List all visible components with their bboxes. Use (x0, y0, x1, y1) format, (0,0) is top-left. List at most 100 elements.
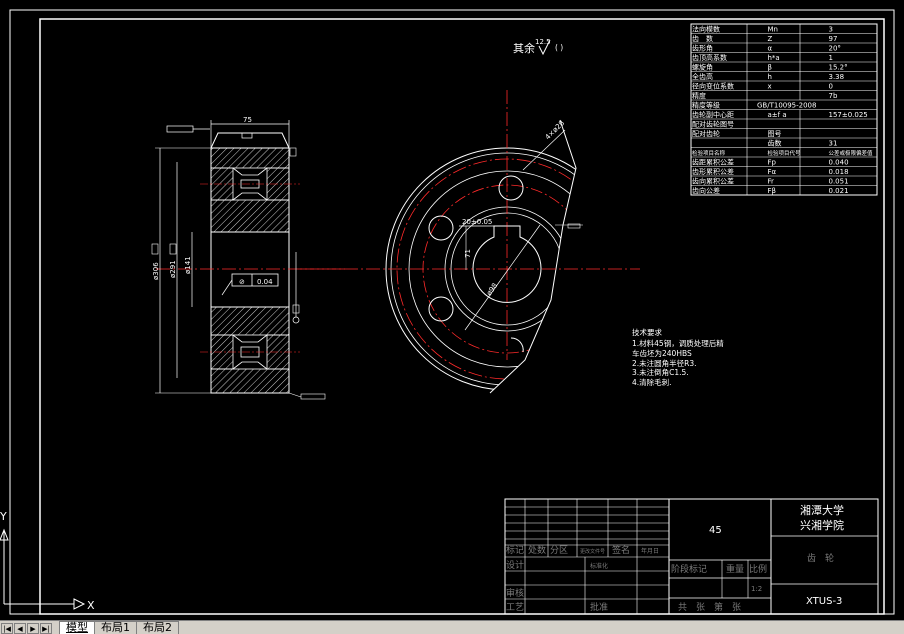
svg-text:ø291: ø291 (169, 260, 177, 278)
svg-text:( ): ( ) (555, 43, 563, 52)
width-dimension: 75 (243, 116, 252, 124)
param-cell: 图号 (768, 130, 782, 138)
param-cell: 公差或极限偏差值 (829, 149, 874, 157)
svg-text:⊘: ⊘ (239, 278, 245, 286)
svg-text:3.未注倒角C1.5.: 3.未注倒角C1.5. (632, 367, 689, 377)
svg-text:设计: 设计 (506, 559, 524, 571)
param-cell: 0.018 (829, 168, 849, 176)
tab-layout1[interactable]: 布局1 (94, 621, 137, 634)
param-cell: 齿距累积公差 (692, 158, 734, 167)
svg-text:阶段标记: 阶段标记 (671, 563, 707, 575)
svg-text:1.材料45钢，调质处理后精: 1.材料45钢，调质处理后精 (632, 338, 724, 348)
part-number: 45 (709, 525, 722, 536)
param-cell: 齿向累积公差 (692, 177, 734, 186)
svg-text:其余: 其余 (513, 41, 535, 55)
param-cell: β (768, 64, 772, 72)
next-tab-button[interactable]: ▶ (27, 623, 39, 634)
drawing-frame (39, 18, 885, 615)
svg-text:年月日: 年月日 (641, 547, 659, 555)
param-cell: 20° (829, 45, 841, 53)
param-cell: 检验项目代号 (768, 149, 802, 157)
surface-finish-note: 其余 12.5 ( ) (513, 38, 563, 56)
param-cell: 157±0.025 (829, 111, 868, 119)
technical-requirements: 技术要求 1.材料45钢，调质处理后精 车齿坯为240HBS 2.未注圆角半径R… (632, 327, 724, 387)
param-cell: 0.021 (829, 187, 849, 195)
svg-text:X: X (87, 599, 95, 612)
param-cell: 配对齿轮图号 (692, 120, 734, 129)
svg-text:批准: 批准 (590, 601, 608, 613)
svg-text:标记: 标记 (506, 544, 524, 556)
svg-text:技术要求: 技术要求 (632, 327, 662, 337)
prev-tab-button[interactable]: ◀ (14, 623, 26, 634)
param-cell: 全齿高 (692, 72, 713, 81)
param-cell: 检验项目名称 (692, 149, 726, 157)
param-cell: 0 (829, 83, 833, 91)
param-cell: 齿形角 (692, 44, 713, 53)
svg-text:签名: 签名 (612, 544, 630, 556)
tab-model[interactable]: 模型 (59, 621, 95, 634)
title-block: 湘潭大学 兴湘学院 齿 轮 XTUS-3 45 1:2 标记 处数 分区 更改文… (504, 498, 879, 615)
param-cell: 3 (829, 26, 833, 34)
param-cell: a±f a (768, 111, 787, 119)
svg-text:4.清除毛刺.: 4.清除毛刺. (632, 377, 672, 387)
layout-tab-bar: |◀ ◀ ▶ ▶| 模型 布局1 布局2 (0, 620, 904, 634)
svg-text:4×ø28: 4×ø28 (544, 119, 566, 141)
param-cell: 齿向公差 (692, 186, 720, 195)
scale-value: 1:2 (751, 585, 762, 593)
param-cell: 1 (829, 54, 833, 62)
svg-text:比例: 比例 (749, 563, 767, 575)
part-name: 齿 轮 (807, 552, 834, 564)
drawing-canvas[interactable]: 其余 12.5 ( ) 75 (0, 0, 904, 620)
tab-layout2[interactable]: 布局2 (136, 621, 179, 634)
param-cell: Mn (768, 26, 778, 34)
svg-text:审核: 审核 (506, 587, 524, 599)
param-cell: 齿形累积公差 (692, 167, 734, 176)
svg-text:处数: 处数 (528, 544, 546, 556)
param-cell: h*a (768, 54, 780, 62)
param-cell: 15.2° (829, 64, 848, 72)
param-cell: 97 (829, 35, 838, 43)
param-cell: 法向模数 (692, 25, 720, 34)
gear-section-view: 75 ø306 (151, 116, 345, 400)
param-cell: α (768, 45, 773, 53)
param-cell: Fβ (768, 187, 777, 195)
gear-front-view: ø98 4×ø28 20±0.05 71 (300, 90, 640, 394)
university-name: 湘潭大学 (800, 503, 844, 517)
param-cell: 3.38 (829, 73, 845, 81)
param-cell: Fp (768, 159, 777, 167)
param-cell: x (768, 83, 772, 91)
drawing-number: XTUS-3 (806, 596, 842, 607)
param-cell: 精度等级 (692, 101, 720, 110)
first-tab-button[interactable]: |◀ (1, 623, 13, 634)
svg-text:更改文件号: 更改文件号 (580, 548, 605, 555)
last-tab-button[interactable]: ▶| (40, 623, 52, 634)
param-cell: 齿数 (768, 139, 782, 148)
svg-text:12.5: 12.5 (535, 38, 551, 46)
svg-text:ø306: ø306 (152, 262, 160, 280)
param-cell: h (768, 73, 772, 81)
param-cell: 0.040 (829, 159, 849, 167)
bore-dimension: 71 (464, 249, 472, 258)
param-cell: 31 (829, 140, 838, 148)
param-cell: GB/T10095-2008 (757, 102, 816, 110)
svg-text:共 张 第 张: 共 张 第 张 (678, 601, 741, 613)
svg-text:2.未注圆角半径R3.: 2.未注圆角半径R3. (632, 358, 697, 368)
svg-text:ø141: ø141 (184, 256, 192, 274)
param-cell: 0.051 (829, 178, 849, 186)
keyway-dimension: 20±0.05 (462, 218, 492, 226)
param-cell: 齿轮副中心距 (692, 110, 734, 119)
param-cell: Z (768, 35, 773, 43)
svg-text:标准化: 标准化 (590, 562, 608, 570)
flatness-value: 0.04 (257, 278, 273, 286)
param-cell: 齿 数 (692, 34, 713, 43)
param-cell: 齿顶高系数 (692, 53, 727, 62)
ucs-icon: X Y (0, 510, 95, 612)
param-cell: 径向变位系数 (692, 82, 734, 91)
param-cell: 配对齿轮 (692, 129, 720, 138)
svg-text:工艺: 工艺 (506, 602, 524, 613)
model-space-viewport[interactable]: 其余 12.5 ( ) 75 (0, 0, 904, 620)
param-cell: Fr (768, 178, 775, 186)
param-cell: 精度 (692, 91, 706, 100)
param-cell: 7b (829, 92, 838, 100)
